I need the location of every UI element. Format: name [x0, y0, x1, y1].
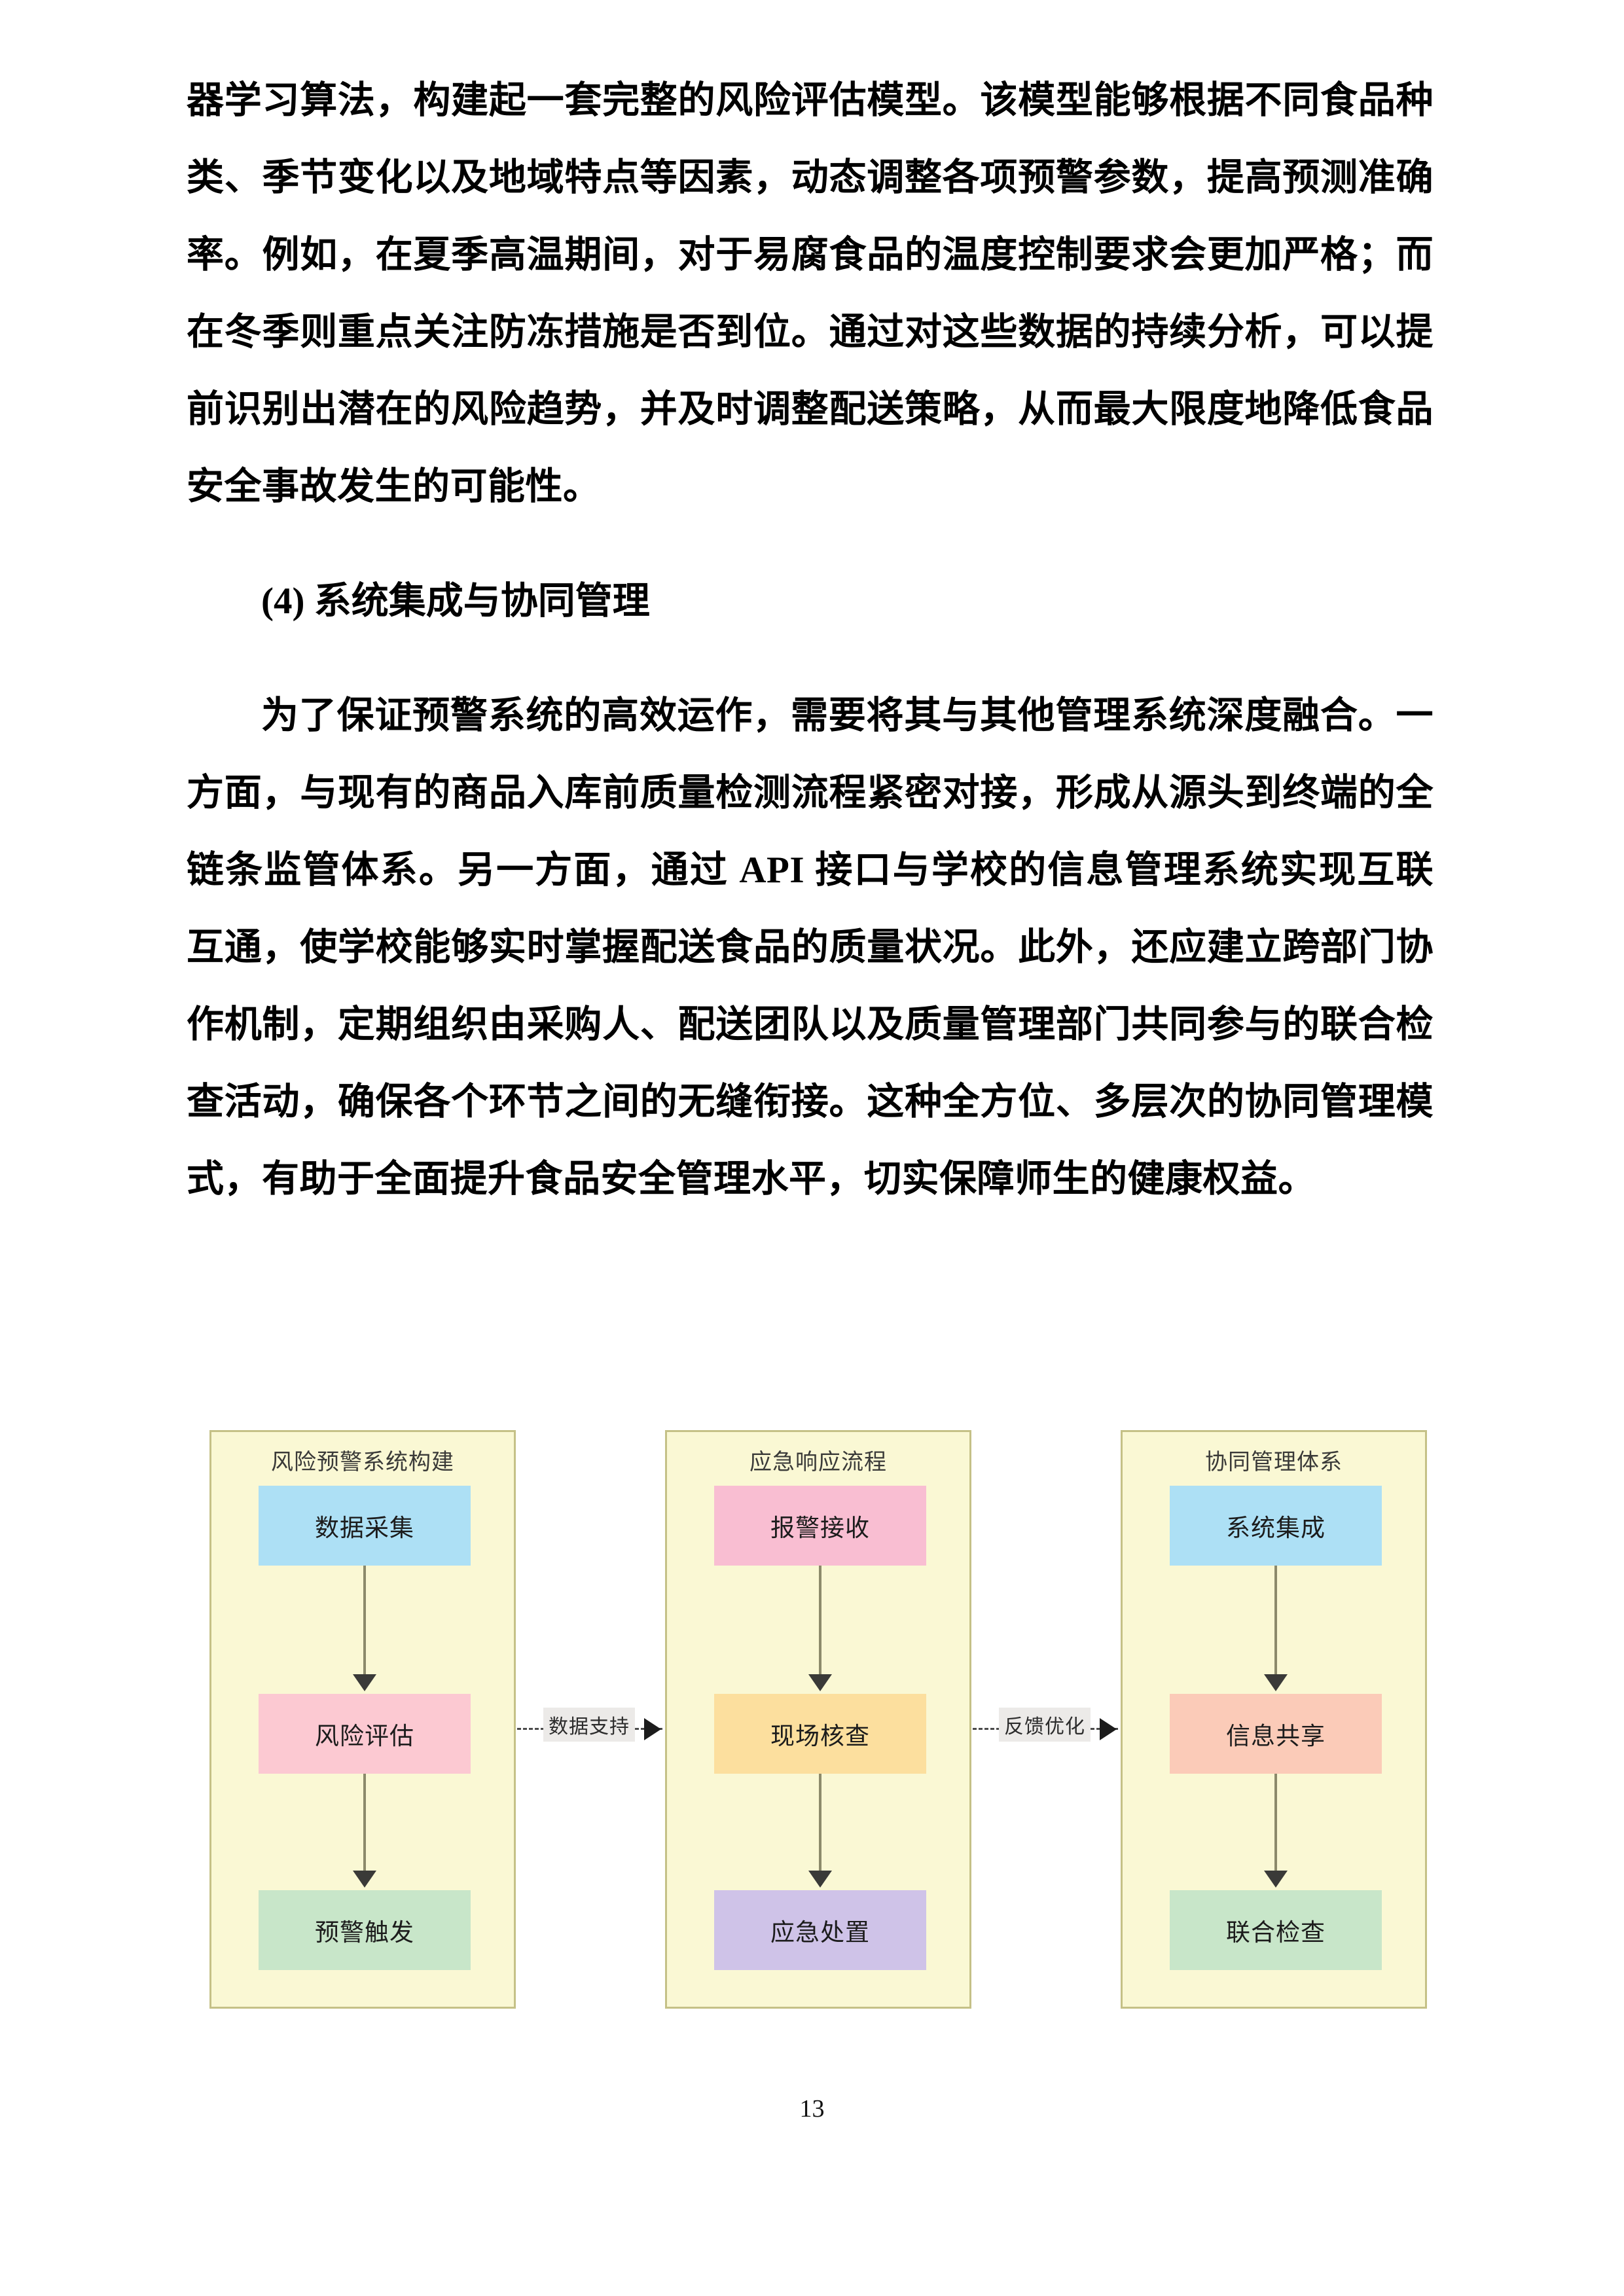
arrowhead-down-icon — [353, 1871, 376, 1888]
node-emergency-disposal: 应急处置 — [714, 1890, 926, 1970]
panel-collaborative-management: 协同管理体系 系统集成 信息共享 联合检查 — [1121, 1430, 1427, 2009]
node-system-integration: 系统集成 — [1170, 1486, 1382, 1566]
paragraph-system-integration: 为了保证预警系统的高效运作，需要将其与其他管理系统深度融合。一方面，与现有的商品… — [187, 695, 1434, 1200]
connector-line — [1274, 1566, 1277, 1676]
arrowhead-down-icon — [1264, 1674, 1288, 1691]
panel-risk-warning-system: 风险预警系统构建 数据采集 风险评估 预警触发 — [209, 1430, 516, 2009]
arrowhead-down-icon — [808, 1674, 832, 1691]
connector-line — [363, 1566, 366, 1676]
flow-diagram: 风险预警系统构建 数据采集 风险评估 预警触发 应急响应流程 报警接收 现场核查 — [196, 1430, 1440, 2019]
section-heading: (4) 系统集成与协同管理 — [261, 581, 650, 622]
connector-line — [363, 1774, 366, 1872]
node-data-collection: 数据采集 — [259, 1486, 471, 1566]
arrowhead-down-icon — [353, 1674, 376, 1691]
panel-emergency-response: 应急响应流程 报警接收 现场核查 应急处置 — [665, 1430, 971, 2009]
node-alarm-reception: 报警接收 — [714, 1486, 926, 1566]
node-risk-assessment: 风险评估 — [259, 1694, 471, 1774]
edge-label-feedback-optimization: 反馈优化 — [999, 1708, 1091, 1742]
diagram-panels: 风险预警系统构建 数据采集 风险评估 预警触发 应急响应流程 报警接收 现场核查 — [196, 1430, 1440, 2019]
page-number: 13 — [799, 2095, 825, 2123]
connector-line — [819, 1566, 821, 1676]
node-warning-trigger: 预警触发 — [259, 1890, 471, 1970]
document-body: 器学习算法，构建起一套完整的风险评估模型。该模型能够根据不同食品种类、季节变化以… — [187, 62, 1434, 1218]
node-joint-inspection: 联合检查 — [1170, 1890, 1382, 1970]
panel-title: 应急响应流程 — [749, 1449, 887, 1475]
paragraph-continuation: 器学习算法，构建起一套完整的风险评估模型。该模型能够根据不同食品种类、季节变化以… — [187, 80, 1434, 507]
arrowhead-right-icon — [644, 1718, 661, 1740]
connector-line — [819, 1774, 821, 1872]
node-information-sharing: 信息共享 — [1170, 1694, 1382, 1774]
arrowhead-right-icon — [1100, 1718, 1117, 1740]
panel-title: 协同管理体系 — [1205, 1449, 1343, 1475]
panel-title: 风险预警系统构建 — [271, 1449, 454, 1475]
node-onsite-verification: 现场核查 — [714, 1694, 926, 1774]
arrowhead-down-icon — [1264, 1871, 1288, 1888]
arrowhead-down-icon — [808, 1871, 832, 1888]
connector-line — [1274, 1774, 1277, 1872]
edge-label-data-support: 数据支持 — [543, 1708, 635, 1742]
